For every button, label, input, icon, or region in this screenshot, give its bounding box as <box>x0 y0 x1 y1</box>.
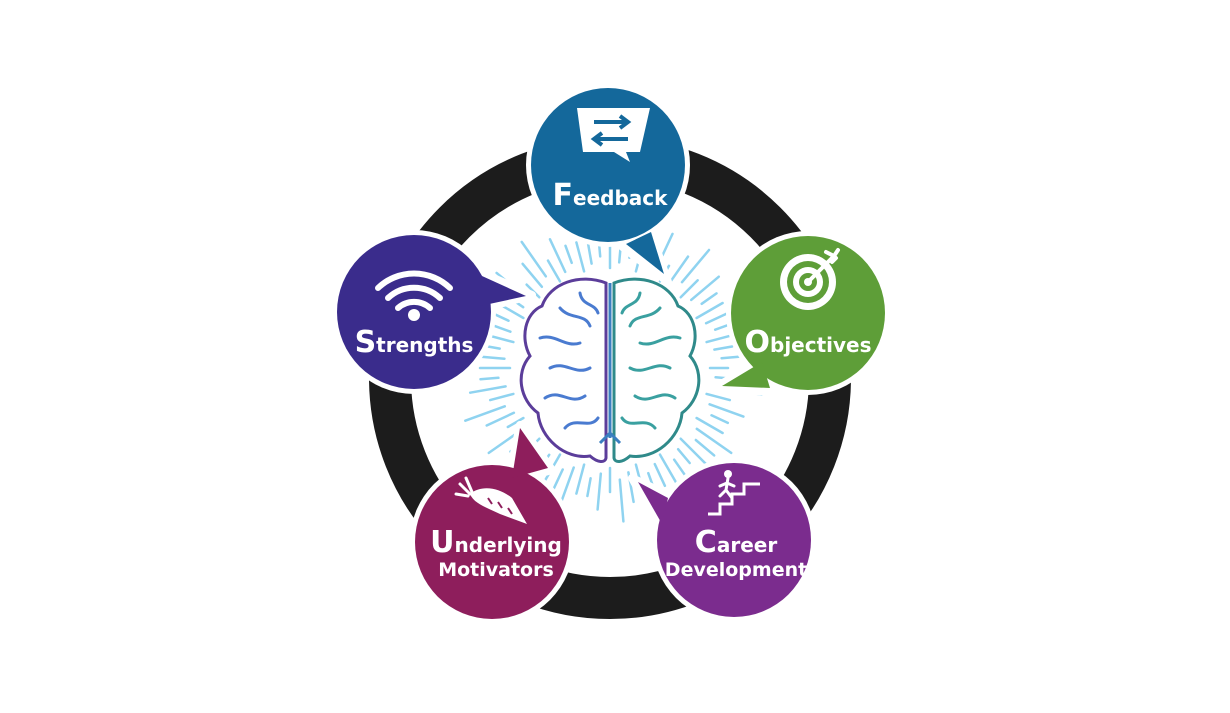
node-motivators-label-line1: Underlying <box>430 525 562 560</box>
brain-ray <box>618 478 625 523</box>
node-career-label-line1: Career <box>695 525 778 560</box>
brain-ray <box>520 240 548 278</box>
brain-ray <box>700 292 718 306</box>
stairs-climber-icon <box>708 470 760 516</box>
brain-ray <box>487 430 520 455</box>
brain-ray <box>521 262 544 289</box>
brain-ray <box>669 255 690 283</box>
brain-ray <box>710 414 730 425</box>
brain-ray <box>551 468 564 493</box>
node-motivators-label-line2: Motivators <box>438 559 554 581</box>
brain-ray <box>492 324 512 333</box>
brain-ray <box>575 241 586 273</box>
brain-ray <box>548 238 567 274</box>
brain-icon <box>519 277 701 463</box>
brain-ray <box>525 283 541 299</box>
brain-ray <box>679 437 708 466</box>
brain-ray <box>575 463 586 495</box>
node-objectives-label: Objectives <box>744 325 871 360</box>
node-objectives: Objectives <box>711 231 890 396</box>
brain-ray <box>708 403 745 418</box>
brain-ray <box>679 279 699 299</box>
node-strengths: Strengths <box>332 230 536 394</box>
brain-ray <box>564 244 573 265</box>
brain-ray <box>676 447 691 465</box>
brain-ray <box>506 416 525 429</box>
brain-ray <box>586 477 592 498</box>
brain-ray <box>488 392 515 402</box>
brain-ray <box>695 416 724 435</box>
brain-ray <box>464 405 507 422</box>
brain-ray <box>695 301 724 320</box>
brain-ray <box>596 472 603 511</box>
node-underlying-motivators: Underlying Motivators <box>410 421 574 624</box>
brain-ray <box>485 411 516 427</box>
brain-ray <box>689 275 721 302</box>
node-strengths-label: Strengths <box>355 325 474 360</box>
brain-ray <box>653 462 667 488</box>
brain-ray <box>695 427 733 455</box>
speech-arrows-icon <box>577 108 650 162</box>
brain-ray <box>713 345 734 351</box>
brain-ray <box>546 259 562 283</box>
brain-ray <box>694 438 716 457</box>
wifi-signal-icon <box>375 270 453 321</box>
brain-ray <box>705 392 732 402</box>
brain-ray <box>479 376 500 381</box>
brain-ray <box>680 248 711 284</box>
node-career-label-line2: Development <box>665 559 807 581</box>
brain-ray <box>468 385 507 394</box>
carrot-icon <box>454 476 527 524</box>
target-icon <box>780 248 840 310</box>
node-feedback: Feedback <box>526 83 690 286</box>
node-feedback-label: Feedback <box>553 178 669 213</box>
node-career-development: Career Development <box>628 458 816 622</box>
